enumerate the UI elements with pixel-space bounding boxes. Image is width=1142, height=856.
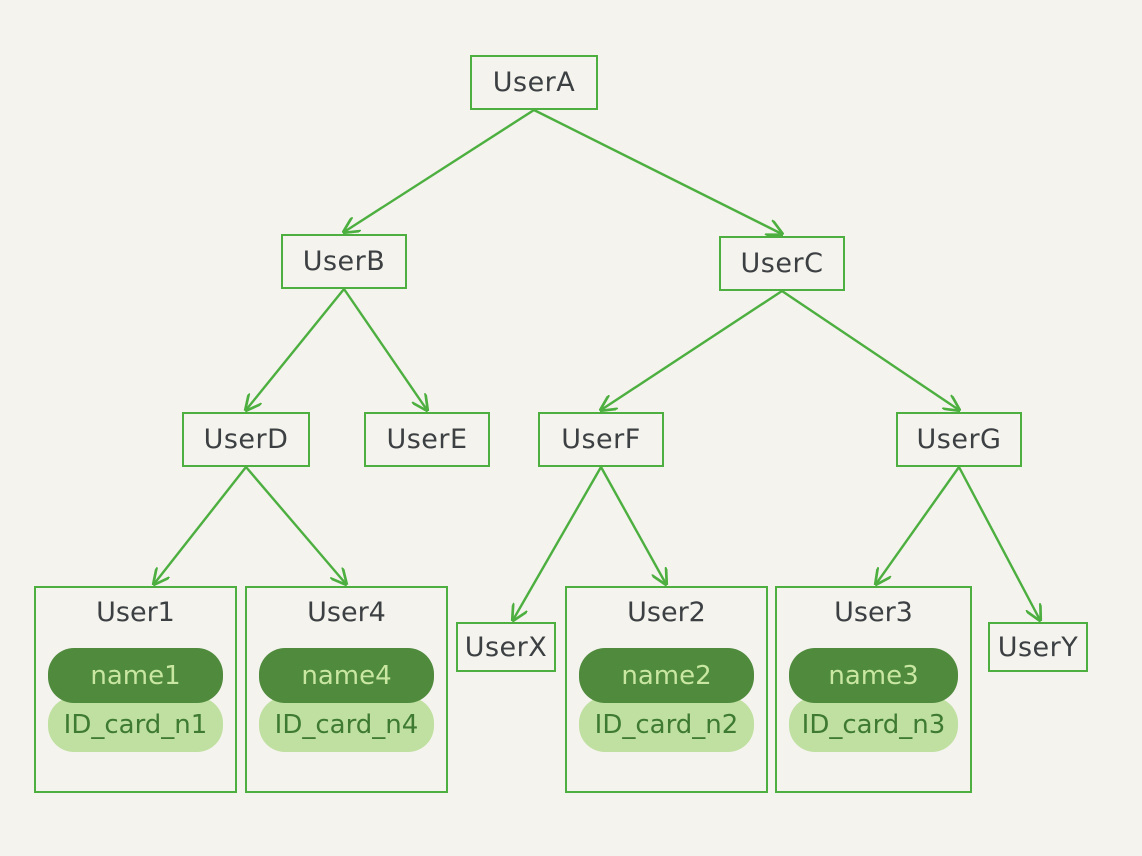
node-label: UserC xyxy=(740,248,824,279)
node-userx[interactable]: UserX xyxy=(456,622,556,672)
record-title: User2 xyxy=(627,597,706,628)
edge-userb-to-userd xyxy=(246,287,346,410)
node-label: UserB xyxy=(302,246,386,277)
node-label: UserD xyxy=(203,424,289,455)
edge-userf-to-user2 xyxy=(599,465,666,584)
record-name-pill: name2 xyxy=(579,648,754,703)
node-usera[interactable]: UserA xyxy=(470,55,598,110)
record-title: User4 xyxy=(307,597,386,628)
node-userf[interactable]: UserF xyxy=(538,412,664,467)
record-name-pill: name1 xyxy=(48,648,223,703)
node-label: UserF xyxy=(561,424,641,455)
edge-usera-to-userb xyxy=(344,108,536,232)
record-idcard-pill: ID_card_n4 xyxy=(259,697,434,752)
edge-userd-to-user1 xyxy=(154,465,248,584)
node-label: UserA xyxy=(492,67,576,98)
record-name-pill: name4 xyxy=(259,648,434,703)
record-idcard-pill: ID_card_n1 xyxy=(48,697,223,752)
record-name-pill: name3 xyxy=(789,648,958,703)
record-title: User1 xyxy=(96,597,175,628)
edge-userc-to-userf xyxy=(601,289,784,410)
edge-userc-to-userg xyxy=(780,289,959,410)
node-label: UserG xyxy=(916,424,1002,455)
node-userb[interactable]: UserB xyxy=(281,234,407,289)
node-user2[interactable]: User2 name2 ID_card_n2 xyxy=(565,586,768,793)
edge-userd-to-user4 xyxy=(244,465,346,584)
node-userd[interactable]: UserD xyxy=(182,412,310,467)
record-idcard-pill: ID_card_n2 xyxy=(579,697,754,752)
node-user1[interactable]: User1 name1 ID_card_n1 xyxy=(34,586,237,793)
node-label: UserE xyxy=(386,424,468,455)
node-user3[interactable]: User3 name3 ID_card_n3 xyxy=(775,586,972,793)
node-user4[interactable]: User4 name4 ID_card_n4 xyxy=(245,586,448,793)
node-usere[interactable]: UserE xyxy=(364,412,490,467)
node-userg[interactable]: UserG xyxy=(896,412,1022,467)
edge-userb-to-usere xyxy=(342,287,427,410)
node-usery[interactable]: UserY xyxy=(988,622,1088,672)
node-userc[interactable]: UserC xyxy=(719,236,845,291)
node-label: UserX xyxy=(464,631,548,663)
edge-userg-to-user3 xyxy=(876,465,961,584)
node-label: UserY xyxy=(997,631,1079,663)
record-idcard-pill: ID_card_n3 xyxy=(789,697,958,752)
edge-usera-to-userc xyxy=(532,108,782,234)
record-title: User3 xyxy=(834,597,913,628)
